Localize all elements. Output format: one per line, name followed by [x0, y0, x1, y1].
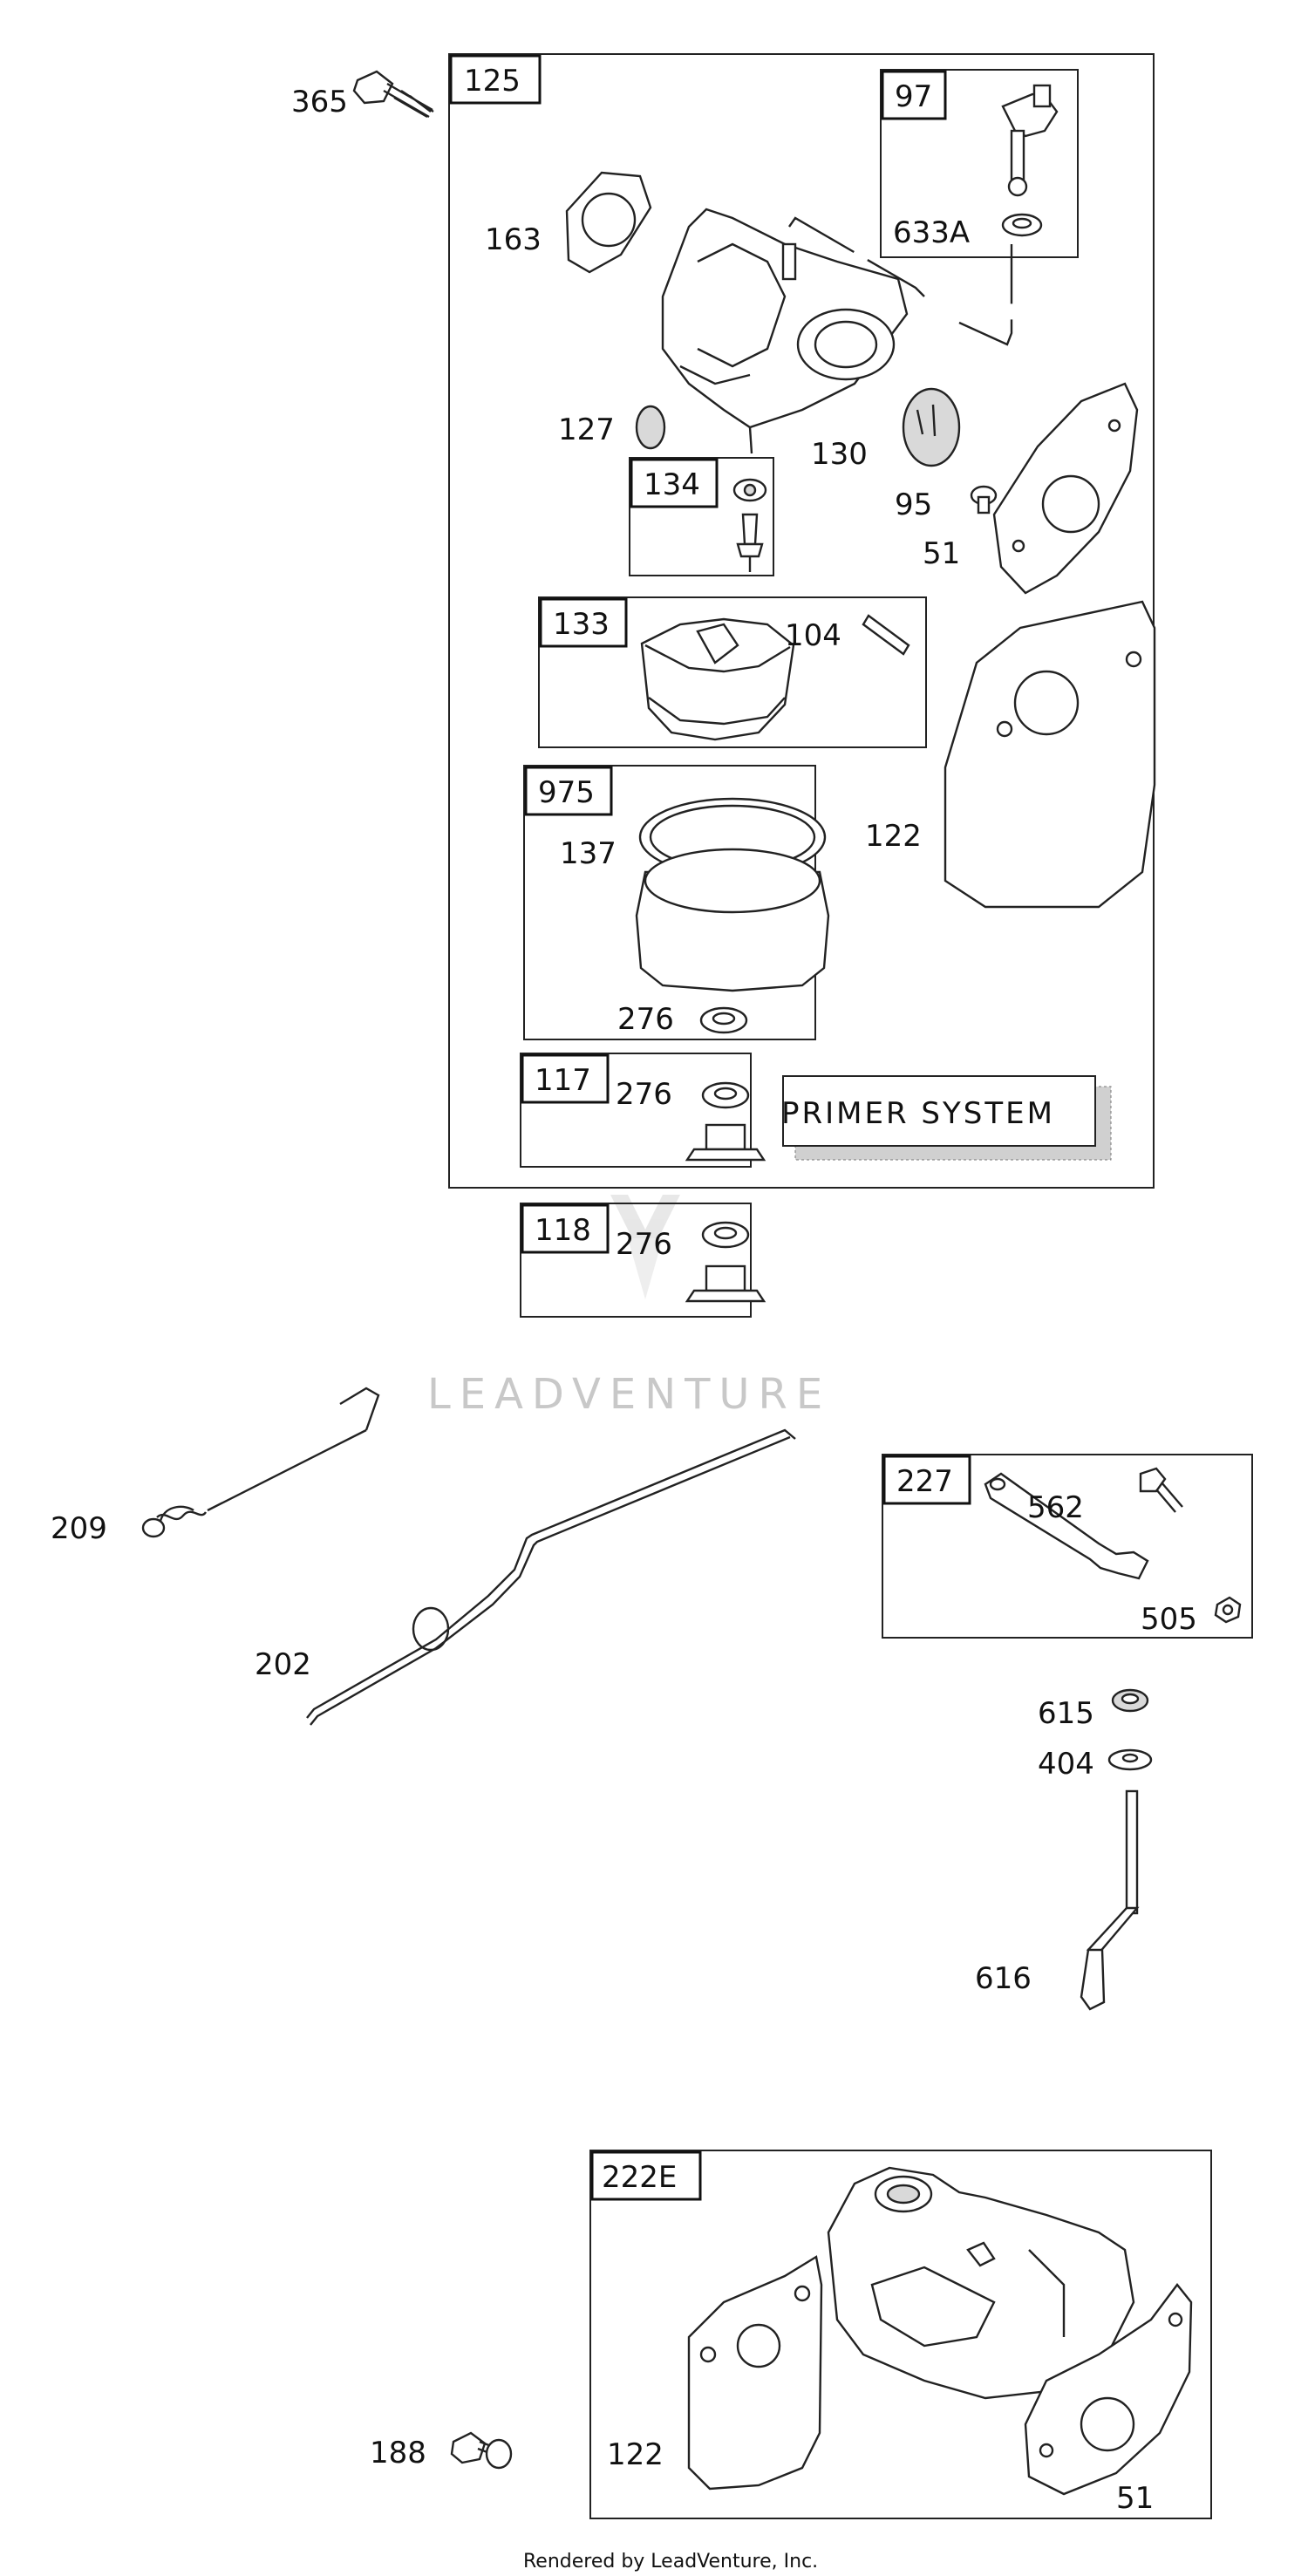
callout-188[interactable]: 188 — [370, 2436, 426, 2470]
float-bowl-975[interactable] — [635, 797, 830, 992]
assembly-134-frame — [629, 457, 774, 576]
callout-95[interactable]: 95 — [895, 487, 932, 522]
assembly-975-tag[interactable] — [524, 766, 613, 816]
callout-276-117[interactable]: 276 — [616, 1077, 672, 1112]
float-133[interactable] — [640, 617, 795, 741]
assembly-125-label: 125 — [464, 64, 521, 99]
svg-text:PRIMER SYSTEM: PRIMER SYSTEM — [781, 1096, 1055, 1131]
assembly-117-frame — [520, 1053, 752, 1168]
callout-615[interactable]: 615 — [1038, 1696, 1094, 1731]
assembly-117-tag[interactable] — [521, 1053, 610, 1104]
watermark-text: LEADVENTURE — [427, 1370, 831, 1419]
assembly-97-tag[interactable] — [881, 70, 947, 120]
assembly-133-label: 133 — [553, 607, 610, 642]
insulator-122-lower[interactable] — [687, 2255, 823, 2491]
callout-163[interactable]: 163 — [485, 222, 542, 257]
screw-562[interactable] — [1139, 1467, 1183, 1513]
callout-365[interactable]: 365 — [291, 85, 348, 119]
footer-credit: Rendered by LeadVenture, Inc. — [523, 2551, 818, 2573]
callout-130[interactable]: 130 — [811, 437, 868, 472]
assembly-133-frame — [538, 596, 927, 748]
assembly-97-label: 97 — [895, 79, 932, 114]
callout-505[interactable]: 505 — [1141, 1602, 1197, 1637]
screw-95[interactable] — [970, 485, 998, 515]
callout-562[interactable]: 562 — [1027, 1490, 1084, 1525]
assembly-222e-tag[interactable] — [590, 2150, 702, 2201]
callout-122[interactable]: 122 — [865, 819, 922, 854]
callout-633a[interactable]: 633A — [893, 215, 970, 250]
watermark-logo — [610, 1195, 680, 1299]
pushnut-615[interactable] — [1111, 1688, 1149, 1713]
insulator-122[interactable] — [944, 600, 1156, 909]
choke-shaft-97[interactable] — [1001, 84, 1059, 197]
assembly-227-label: 227 — [896, 1464, 953, 1499]
callout-616[interactable]: 616 — [975, 1961, 1032, 1996]
needle-seat-134[interactable] — [732, 478, 767, 572]
washer-404[interactable] — [1107, 1748, 1153, 1771]
assembly-227-tag[interactable] — [882, 1455, 971, 1505]
assembly-125-tag[interactable] — [449, 54, 542, 105]
assembly-975-label: 975 — [538, 775, 595, 810]
callout-122-lower[interactable]: 122 — [607, 2437, 664, 2472]
assembly-118-frame — [520, 1203, 752, 1318]
callout-276-118[interactable]: 276 — [616, 1227, 672, 1262]
governor-shaft-616[interactable] — [1080, 1789, 1140, 2011]
assembly-133-tag[interactable] — [539, 597, 628, 648]
callout-104[interactable]: 104 — [785, 618, 841, 653]
gasket-51[interactable] — [992, 382, 1139, 595]
callout-51-lower[interactable]: 51 — [1116, 2481, 1154, 2516]
callout-209[interactable]: 209 — [51, 1511, 107, 1546]
assembly-134-tag[interactable] — [630, 458, 719, 508]
assembly-134-label: 134 — [644, 467, 700, 502]
carburetor-body[interactable] — [661, 208, 1013, 454]
assembly-117-label: 117 — [535, 1063, 591, 1098]
assembly-125-frame — [448, 53, 1155, 1189]
callout-404[interactable]: 404 — [1038, 1747, 1094, 1782]
throttle-plate-130[interactable] — [902, 387, 961, 467]
assembly-118-tag[interactable] — [521, 1203, 610, 1254]
nut-505[interactable] — [1214, 1596, 1242, 1624]
bolt-365[interactable] — [352, 70, 434, 119]
gasket-276-bowl[interactable] — [699, 1006, 748, 1034]
assembly-118-label: 118 — [535, 1213, 591, 1248]
assembly-227-frame — [882, 1454, 1253, 1639]
governor-link-202[interactable] — [306, 1428, 796, 1726]
gasket-51-lower[interactable] — [1024, 2283, 1193, 2496]
assembly-222e-label: 222E — [602, 2160, 677, 2195]
assembly-97-frame — [880, 69, 1079, 258]
callout-276-bowl[interactable]: 276 — [617, 1002, 674, 1037]
plug-127[interactable] — [635, 405, 666, 450]
bracket-227[interactable] — [984, 1472, 1149, 1580]
bolt-188[interactable] — [450, 2431, 513, 2470]
bracket-assembly-222e[interactable] — [827, 2166, 1135, 2400]
primer-system-label[interactable]: PRIMER SYSTEM — [781, 1075, 1112, 1161]
callout-127[interactable]: 127 — [558, 412, 615, 447]
callout-51[interactable]: 51 — [923, 536, 960, 571]
spring-209[interactable] — [141, 1387, 380, 1538]
bowl-nut-117[interactable] — [685, 1081, 766, 1162]
bowl-nut-118[interactable] — [685, 1221, 766, 1303]
gasket-163[interactable] — [565, 171, 652, 274]
assembly-222e-frame — [589, 2150, 1212, 2519]
callout-202[interactable]: 202 — [255, 1647, 311, 1682]
callout-137[interactable]: 137 — [560, 836, 617, 871]
pin-104[interactable] — [862, 614, 910, 656]
seal-633a[interactable] — [1001, 213, 1043, 237]
